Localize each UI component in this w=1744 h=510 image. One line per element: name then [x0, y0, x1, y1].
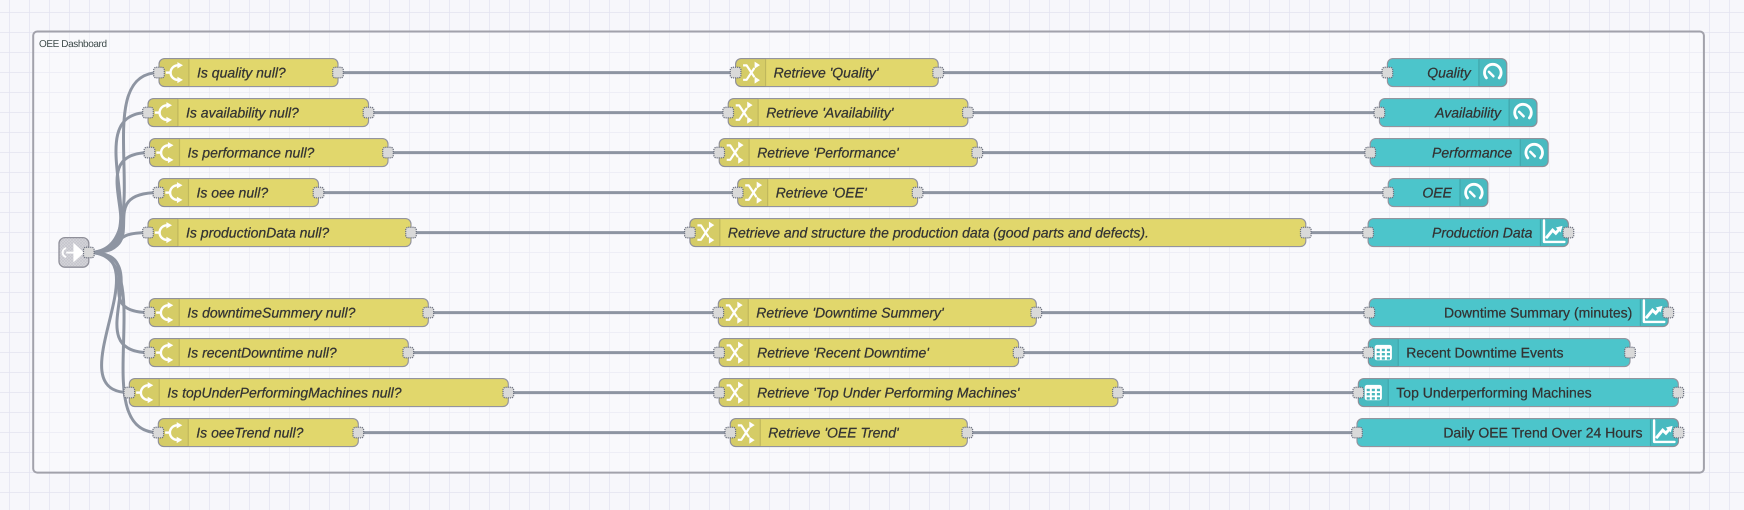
svg-text:Is availability null?: Is availability null?: [186, 105, 299, 121]
svg-text:Is topUnderPerformingMachines: Is topUnderPerformingMachines null?: [167, 385, 401, 401]
svg-text:Retrieve 'OEE Trend': Retrieve 'OEE Trend': [768, 425, 900, 441]
svg-text:Top Underperforming Machines: Top Underperforming Machines: [1396, 385, 1591, 401]
svg-text:OEE: OEE: [1422, 185, 1452, 201]
svg-text:Retrieve 'Quality': Retrieve 'Quality': [774, 65, 880, 81]
svg-text:Is recentDowntime null?: Is recentDowntime null?: [187, 345, 337, 361]
svg-text:Is performance null?: Is performance null?: [188, 145, 315, 161]
svg-text:Retrieve 'Performance': Retrieve 'Performance': [757, 145, 900, 161]
svg-text:Retrieve and structure the pro: Retrieve and structure the production da…: [728, 225, 1149, 241]
svg-text:Is oeeTrend null?: Is oeeTrend null?: [196, 425, 303, 441]
svg-text:Is downtimeSummery null?: Is downtimeSummery null?: [187, 305, 355, 321]
svg-text:Retrieve 'Availability': Retrieve 'Availability': [766, 105, 895, 121]
svg-text:Retrieve 'Top Under Performing: Retrieve 'Top Under Performing Machines': [757, 385, 1021, 401]
svg-text:Recent Downtime Events: Recent Downtime Events: [1406, 345, 1563, 361]
svg-text:Quality: Quality: [1427, 65, 1472, 81]
svg-text:Is oee null?: Is oee null?: [197, 185, 269, 201]
svg-text:Daily OEE Trend Over 24 Hours: Daily OEE Trend Over 24 Hours: [1443, 425, 1642, 441]
svg-text:Retrieve 'Downtime Summery': Retrieve 'Downtime Summery': [756, 305, 945, 321]
svg-text:Availability: Availability: [1434, 105, 1502, 121]
svg-text:OEE Dashboard: OEE Dashboard: [39, 39, 107, 50]
svg-text:Retrieve 'Recent Downtime': Retrieve 'Recent Downtime': [757, 345, 930, 361]
svg-text:Performance: Performance: [1432, 145, 1512, 161]
svg-text:Retrieve 'OEE': Retrieve 'OEE': [776, 185, 868, 201]
svg-text:Downtime Summary (minutes): Downtime Summary (minutes): [1444, 305, 1632, 321]
svg-text:Is productionData null?: Is productionData null?: [186, 225, 329, 241]
svg-text:Is quality null?: Is quality null?: [197, 65, 286, 81]
svg-text:Production Data: Production Data: [1432, 225, 1533, 241]
